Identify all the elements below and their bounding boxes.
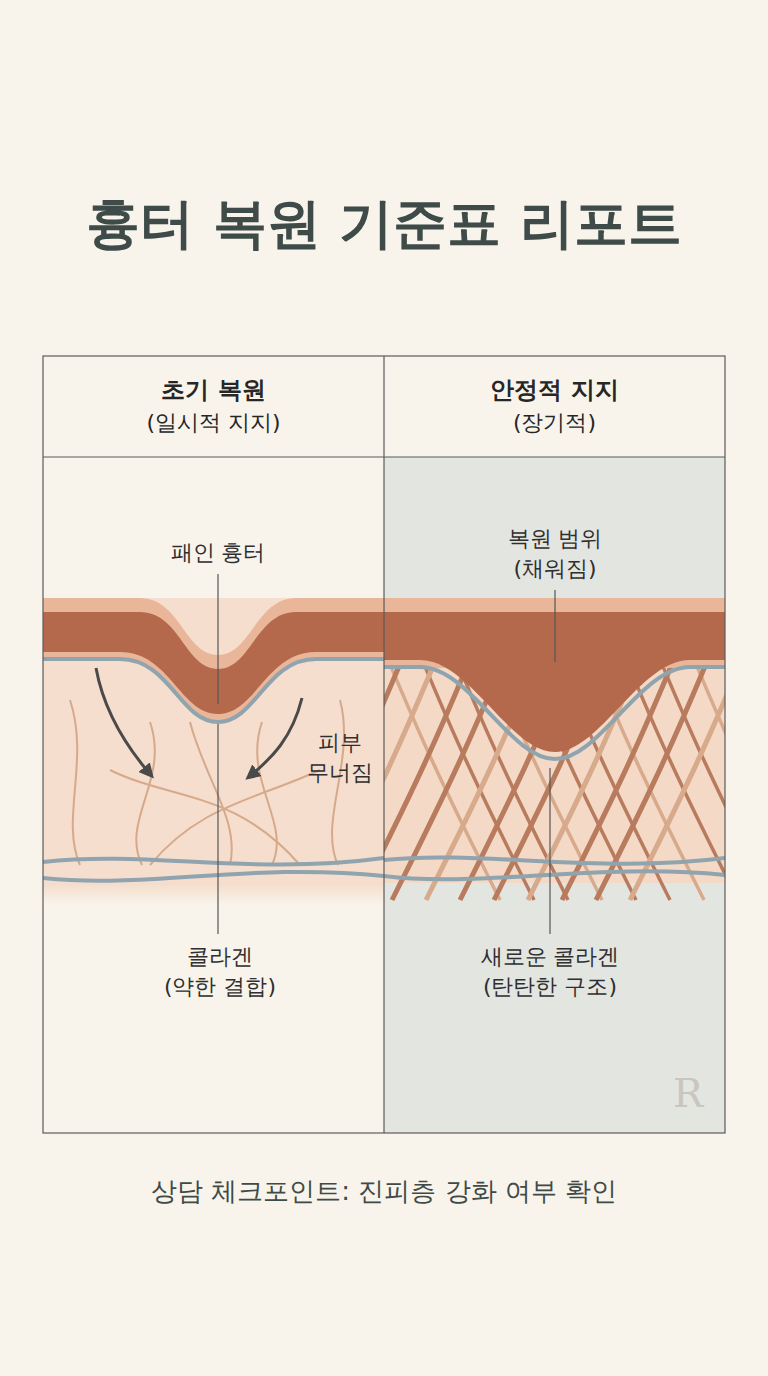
fiber <box>150 770 320 865</box>
header-rule <box>43 456 725 457</box>
collagen-label: 콜라겐 (약한 결합) <box>164 942 276 1001</box>
collapse-arrow <box>250 698 302 776</box>
base-line <box>384 871 725 879</box>
leader-line <box>217 574 218 704</box>
fiber <box>190 722 232 865</box>
leader-line <box>217 724 218 934</box>
dermis-border <box>43 659 384 722</box>
tissue-fade <box>43 883 384 905</box>
column-heading: 안정적 지지 <box>490 374 618 408</box>
header-cell: 초기 복원(일시적 지지) <box>43 356 384 457</box>
header-cell: 안정적 지지(장기적) <box>384 356 725 457</box>
dermis-border <box>384 667 725 759</box>
scar-label: 패인 흉터 <box>171 538 266 568</box>
new-collagen-label: 새로운 콜라겐 (탄탄한 구조) <box>481 942 620 1001</box>
leader-line <box>549 768 550 934</box>
caption: 상담 체크포인트: 진피층 강화 여부 확인 <box>0 1174 768 1209</box>
column-rule <box>383 356 384 1133</box>
column-heading: 초기 복원 <box>161 374 265 408</box>
title: 흉터 복원 기준표 리포트 <box>0 188 768 261</box>
base-line <box>43 858 384 865</box>
dermis <box>43 612 384 714</box>
collagen-fiber <box>720 640 725 900</box>
collapse-arrow <box>96 668 150 774</box>
base-line <box>384 857 725 863</box>
collapse-label: 피부 무너짐 <box>307 728 373 787</box>
fiber <box>70 700 80 865</box>
leaders <box>218 574 555 934</box>
panel-ground <box>384 457 725 1133</box>
column-subheading: (장기적) <box>513 408 596 439</box>
column-subheading: (일시적 지지) <box>146 408 280 439</box>
watermark: R <box>673 1066 703 1120</box>
epidermis <box>43 598 384 721</box>
leader-line <box>554 590 555 662</box>
skin-left <box>43 598 384 905</box>
tissue <box>43 598 384 883</box>
table-border <box>43 356 725 1133</box>
weak-collagen <box>70 700 344 865</box>
fill-label: 복원 범위 (채워짐) <box>508 524 603 583</box>
table-grid <box>43 356 725 1133</box>
base-line <box>43 872 384 881</box>
fiber <box>136 722 155 865</box>
